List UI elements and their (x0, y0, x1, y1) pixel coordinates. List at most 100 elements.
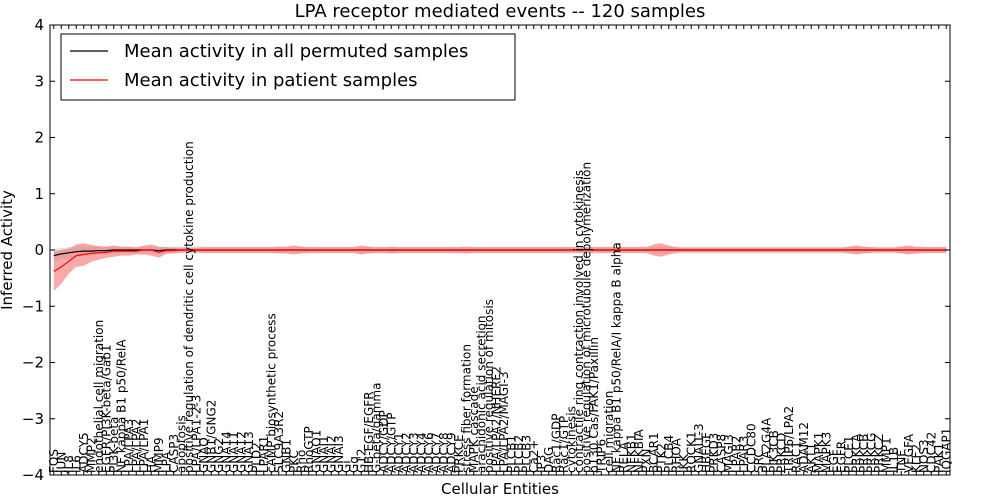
x-tick-label: VEGFA (902, 433, 916, 473)
x-tick-label: MMP1 (879, 437, 893, 473)
x-tick-label: stress fiber formation (459, 344, 473, 473)
x-tick-label: Ca2+ (527, 440, 541, 473)
x-tick-label: cell migration (602, 391, 616, 473)
x-tick-label: positive regulation of mitosis (482, 299, 496, 473)
x-tick-label: LPA/LPA2/MAGI-3 (497, 371, 511, 473)
x-tick-label: ROCK1 (684, 431, 698, 473)
x-tick-label: CCDC80 (744, 423, 758, 473)
x-tick-label: RELA (617, 441, 631, 473)
x-tick-label: PRKD3 (707, 433, 721, 473)
x-tick-label: MMP9 (152, 437, 166, 473)
x-tick-label: LPA/LPA1 (137, 419, 151, 473)
x-tick-label: IL1B (887, 447, 901, 473)
x-tick-label: GNA13 (242, 431, 256, 473)
x-tick-label: GNB1 (279, 439, 293, 473)
x-tick-label: ADCY6 (422, 432, 436, 473)
x-tick-label: PI3K-beta (107, 417, 121, 473)
x-tick-label: contractile ring contraction involved in… (572, 170, 586, 473)
x-tick-label: RHOA (669, 437, 683, 473)
x-tick-label: NF kappa B1 p50/RelA (114, 339, 128, 473)
x-tick-label: LPA/LPA2/NHERF2 (489, 366, 503, 473)
x-tick-label: PRKCG (864, 433, 878, 473)
y-tick-label: 1 (34, 185, 44, 203)
x-tick-label: PRKCB (857, 434, 871, 473)
x-tick-label: LPA/LPA3 (122, 419, 136, 473)
x-axis-label: Cellular Entities (441, 480, 559, 498)
y-tick-label: 4 (34, 16, 44, 34)
x-tick-label: PAK1 (932, 443, 946, 473)
x-tick-label: GNAI2 (324, 435, 338, 473)
x-tick-label: GNG2 (212, 438, 226, 473)
x-tick-label: ADCY5 (77, 432, 91, 473)
x-tick-label: RAC1 (789, 441, 803, 473)
x-tick-label: MAPK cascade (467, 386, 481, 473)
x-tick-label: IQGAP1 (939, 428, 953, 473)
x-tick-label: IP3 (534, 455, 548, 473)
x-tick-label: ADCY2 (399, 432, 413, 473)
x-tick-label: PLCB4 (662, 435, 676, 473)
x-tick-label: LPAR1 (257, 436, 271, 473)
x-tick-label: endothelial cell migration (92, 320, 106, 473)
x-tick-label: apoptosis (174, 415, 188, 473)
x-tick-label: GNA14 (219, 431, 233, 473)
x-tick-label: ADCY/GDP (377, 410, 391, 473)
x-tick-label: LPAR3 (737, 436, 751, 473)
x-tick-label: CDC42 (924, 432, 938, 473)
x-tick-label: TNF (894, 450, 908, 474)
x-tick-label: PTK2 (654, 443, 668, 473)
chart-title: LPA receptor mediated events -- 120 samp… (295, 1, 706, 22)
x-tick-label: NFKB1 (624, 433, 638, 473)
x-tick-label: PKC (287, 450, 301, 473)
x-tick-label: LPAR2 (729, 436, 743, 473)
x-tick-label: PRKCD (774, 433, 788, 473)
x-tick-label: KLF2 (909, 444, 923, 473)
x-tick-label: PLD2 (249, 442, 263, 473)
x-tick-label: ADCY7 (429, 432, 443, 473)
x-tick-label: HA (144, 455, 158, 473)
x-tick-label: GNAQ (197, 437, 211, 473)
x-tick-label: NFKBIA (632, 428, 646, 473)
x-tick-label: GNAI1-3 (692, 423, 706, 473)
x-tick-label: p130 Cas/FAK1/Paxillin (587, 337, 601, 473)
x-tick-label: IKK (677, 453, 691, 473)
x-tick-label: JUN (54, 452, 68, 474)
x-tick-label: ADCY8 (437, 432, 451, 473)
x-tick-label: MMP2 (84, 437, 98, 473)
x-tick-label: GNA11 (227, 431, 241, 473)
x-tick-label: LPA/LPA2 (129, 419, 143, 473)
x-tick-label: EGFR/PI3K-beta/Gab1 (99, 344, 113, 473)
x-tick-label: HB-EGF/EGFR (362, 391, 376, 473)
x-tick-label: FOS (47, 449, 61, 473)
x-tick-label: G-beta/gamma (369, 383, 383, 473)
x-tick-label: PXN (639, 449, 653, 473)
x-tick-label: PLA2G4A (759, 417, 773, 473)
x-tick-label: GNB1/GNG2 (204, 400, 218, 473)
x-tick-label: GNAI3 (332, 435, 346, 473)
x-tick-label: HBEGF (699, 432, 713, 473)
x-tick-label: ADCY3 (407, 432, 421, 473)
x-tick-label: LPA (159, 451, 173, 473)
y-tick-label: 2 (34, 129, 44, 147)
legend: Mean activity in all permuted samples Me… (60, 33, 516, 101)
series-1-band (53, 243, 947, 292)
x-tick-label: ADAM12 (797, 422, 811, 473)
y-tick-label: −1 (22, 297, 44, 315)
x-tick-label: positive regulation of microtubule depol… (579, 162, 593, 473)
x-tick-label: MAGI3 (722, 434, 736, 473)
y-tick-label: −3 (22, 410, 44, 428)
x-tick-label: NOS3 (917, 439, 931, 473)
x-tick-label: PLCB1 (504, 435, 518, 473)
x-tick-label: ADCY9 (444, 432, 458, 473)
x-tick-label: GNAI1 (317, 435, 331, 473)
x-tick-label: SLC9A3R2 (272, 411, 286, 473)
x-tick-label: RhoGTP (302, 426, 316, 473)
x-tick-label: NF kappa B1 p50/RelA/I kappa B alpha (609, 242, 623, 473)
plot-area (53, 243, 947, 292)
y-tick-label: −4 (22, 466, 44, 484)
x-tick-label: IL8 (62, 455, 76, 473)
x-tick-label: ADCY/GTP (384, 413, 398, 473)
x-tick-label: MAPK3 (819, 432, 833, 473)
x-tick-label: TRIP6/LPA2 (782, 406, 796, 474)
